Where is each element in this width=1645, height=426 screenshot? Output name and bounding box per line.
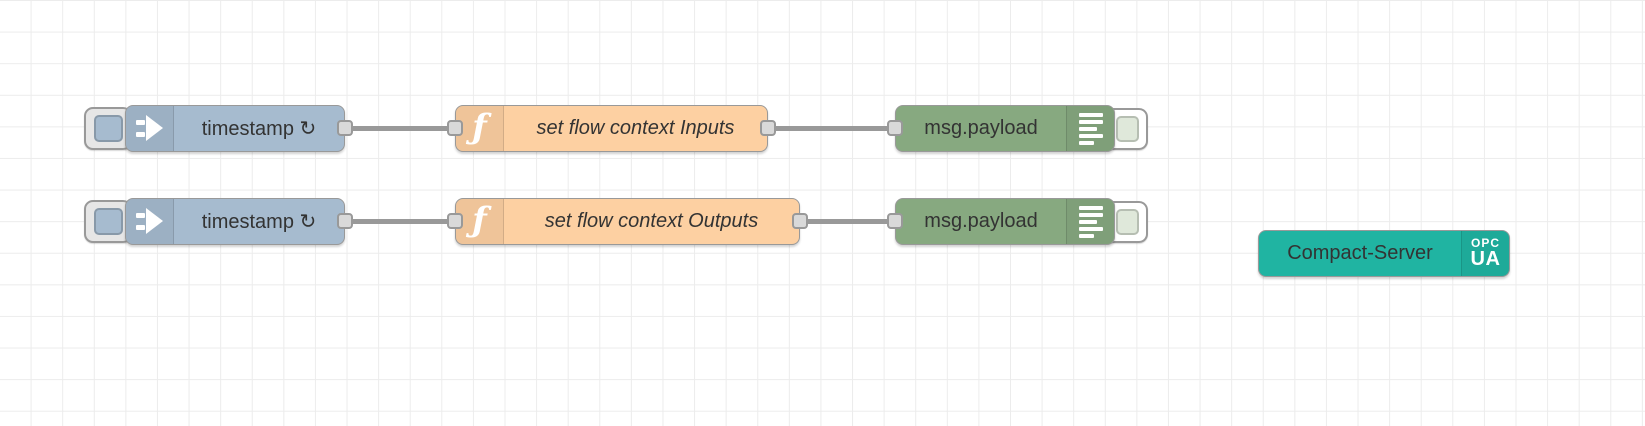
node-label: msg.payload: [924, 117, 1038, 139]
input-port[interactable]: [447, 120, 463, 136]
inject-arrow-icon: [126, 106, 174, 151]
node-debug-msg-payload[interactable]: msg.payload: [895, 198, 1115, 245]
inject-trigger-button-face: [94, 208, 123, 235]
inject-trigger-button-face: [94, 115, 123, 142]
node-inject-timestamp[interactable]: timestamp ↻: [125, 105, 345, 152]
function-f-glyph: ƒ: [472, 106, 487, 147]
node-label: set flow context Inputs: [536, 117, 735, 139]
input-port[interactable]: [447, 213, 463, 229]
output-port[interactable]: [337, 120, 353, 136]
node-label: msg.payload: [924, 210, 1038, 232]
opcua-badge-top: OPC: [1470, 236, 1500, 251]
debug-toggle-button-face: [1116, 116, 1139, 142]
node-function-set-flow-context-inputs[interactable]: ƒ set flow context Inputs: [455, 105, 768, 152]
function-f-glyph: ƒ: [472, 199, 487, 240]
wire-inject2-function2[interactable]: [345, 219, 457, 224]
inject-arrow-icon: [126, 199, 174, 244]
node-inject-timestamp[interactable]: timestamp ↻: [125, 198, 345, 245]
node-label: timestamp ↻: [201, 211, 317, 233]
debug-toggle-button-face: [1116, 209, 1139, 235]
opcua-badge-bottom: UA: [1470, 247, 1501, 270]
output-port[interactable]: [760, 120, 776, 136]
debug-console-icon: [1066, 199, 1114, 244]
debug-console-icon: [1066, 106, 1114, 151]
output-port[interactable]: [337, 213, 353, 229]
opcua-icon: OPC UA: [1461, 231, 1509, 276]
wire-function1-debug1[interactable]: [768, 126, 897, 131]
input-port[interactable]: [887, 120, 903, 136]
node-label: Compact-Server: [1287, 242, 1433, 264]
wire-function2-debug2[interactable]: [800, 219, 897, 224]
input-port[interactable]: [887, 213, 903, 229]
inject-trigger-button[interactable]: [84, 107, 132, 150]
node-label: set flow context Outputs: [544, 210, 759, 232]
wire-inject1-function1[interactable]: [345, 126, 457, 131]
node-debug-msg-payload[interactable]: msg.payload: [895, 105, 1115, 152]
function-icon: ƒ: [456, 199, 504, 244]
output-port[interactable]: [792, 213, 808, 229]
node-label: timestamp ↻: [201, 118, 317, 140]
function-icon: ƒ: [456, 106, 504, 151]
node-opcua-compact-server[interactable]: Compact-Server OPC UA: [1258, 230, 1510, 277]
inject-trigger-button[interactable]: [84, 200, 132, 243]
node-function-set-flow-context-outputs[interactable]: ƒ set flow context Outputs: [455, 198, 800, 245]
